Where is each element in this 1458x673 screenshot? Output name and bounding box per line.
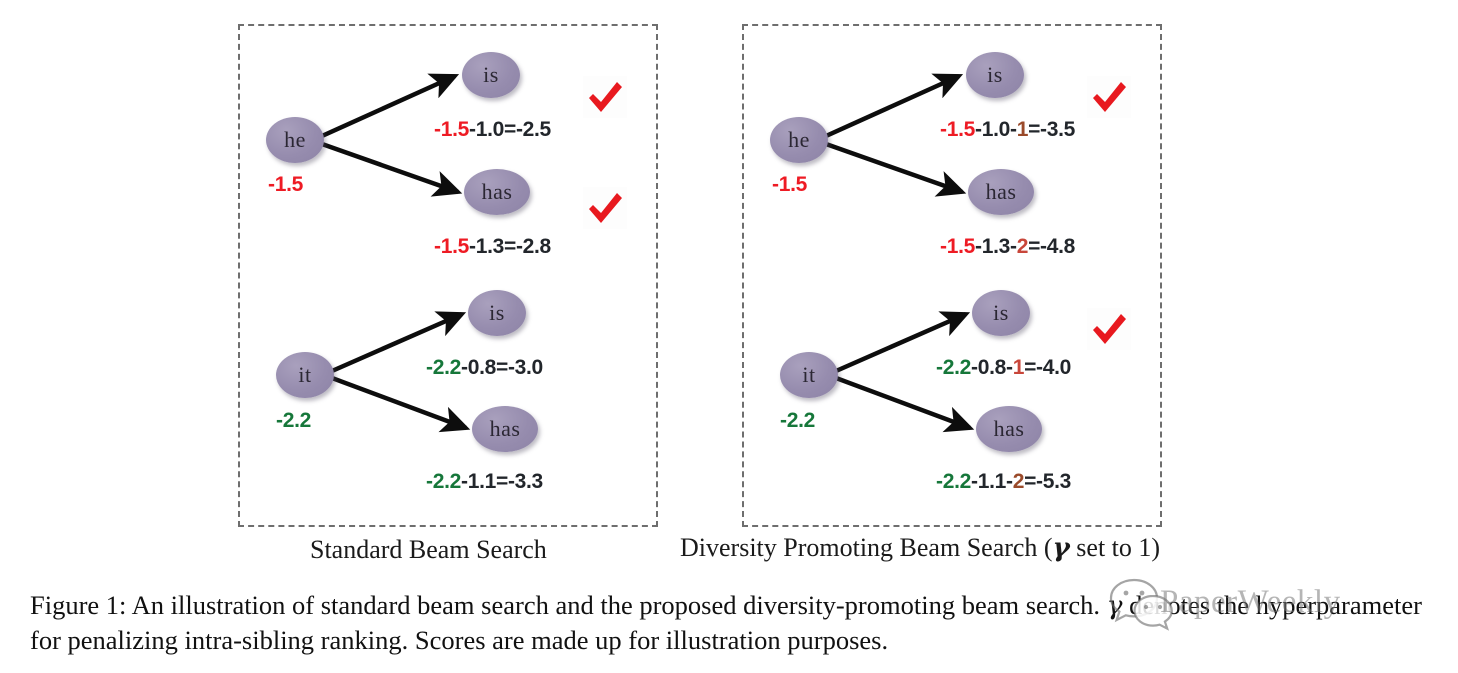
node-label: he [788,127,810,152]
score-part-rest: -1.1=-3.3 [461,470,543,493]
node-label: is [483,62,499,87]
node-label: is [993,300,1009,325]
node-label: has [481,179,513,204]
root-score-he: -1.5 [772,173,807,196]
node-label: is [489,300,505,325]
node-label: has [985,179,1017,204]
caption-sentence-1b: denotes the [1122,590,1250,620]
caption-sentence-2: hyperparameter for penalizing intra-sibl… [30,590,1422,655]
node-label: has [489,416,521,441]
score-he-has: -1.5-1.3-2=-4.8 [940,235,1075,259]
score-part-prefix: -2.2 [426,470,461,493]
node-it-is[interactable]: is [468,290,526,336]
checkmark-he-is [583,76,627,118]
figure-caption: Figure 1: An illustration of standard be… [30,588,1430,657]
caption-diversity-promoting-beam-search: Diversity Promoting Beam Search (γ set t… [680,533,1160,563]
node-label: has [993,416,1025,441]
score-he-has: -1.5-1.3=-2.8 [434,235,551,259]
caption-standard-beam-search: Standard Beam Search [310,535,547,564]
score-part-rest: -0.8=-3.0 [461,356,543,379]
score-part-prefix: -1.5 [434,235,469,258]
score-he-is: -1.5-1.0=-2.5 [434,118,551,142]
score-part-penalty: 2 [1016,235,1029,258]
node-it[interactable]: it [780,352,838,398]
score-it-has: -2.2-1.1=-3.3 [426,470,543,494]
score-part-mid: -1.0- [975,118,1017,141]
root-score-it: -2.2 [276,409,311,432]
checkmark-it-is [1087,308,1131,350]
node-he-has[interactable]: has [464,169,530,215]
score-part-result: =-5.3 [1024,470,1072,493]
score-part-prefix: -1.5 [940,118,975,141]
node-he[interactable]: he [266,117,324,163]
caption-text-before-gamma: Diversity Promoting Beam Search ( [680,533,1053,562]
gamma-symbol: γ [1052,533,1070,563]
score-part-penalty: 2 [1012,470,1025,493]
score-part-prefix: -1.5 [434,118,469,141]
gamma-symbol: γ [1106,590,1123,621]
node-he-has[interactable]: has [968,169,1034,215]
score-it-is: -2.2-0.8-1=-4.0 [936,356,1071,380]
node-he[interactable]: he [770,117,828,163]
score-part-mid: -1.3- [975,235,1017,258]
score-part-prefix: -1.5 [940,235,975,258]
score-part-prefix: -2.2 [936,470,971,493]
node-it-has[interactable]: has [472,406,538,452]
node-it-has[interactable]: has [976,406,1042,452]
score-part-prefix: -2.2 [936,356,971,379]
node-label: it [802,362,816,387]
node-label: it [298,362,312,387]
node-he-is[interactable]: is [966,52,1024,98]
score-part-penalty: 1 [1012,356,1025,379]
node-label: he [284,127,306,152]
score-part-result: =-3.5 [1028,118,1076,141]
root-score-it: -2.2 [780,409,815,432]
node-label: is [987,62,1003,87]
score-part-rest: -1.0=-2.5 [469,118,551,141]
caption-text-after-gamma: set to 1) [1069,533,1161,562]
score-part-penalty: 1 [1016,118,1029,141]
score-he-is: -1.5-1.0-1=-3.5 [940,118,1075,142]
score-it-has: -2.2-1.1-2=-5.3 [936,470,1071,494]
checkmark-he-is [1087,76,1131,118]
node-it[interactable]: it [276,352,334,398]
panel-diversity-promoting-beam-search: he -1.5 is -1.5-1.0-1=-3.5 has -1.5-1.3-… [742,24,1162,527]
node-he-is[interactable]: is [462,52,520,98]
score-part-result: =-4.0 [1024,356,1072,379]
checkmark-he-has [583,187,627,229]
score-part-prefix: -2.2 [426,356,461,379]
panel-standard-beam-search: he -1.5 is -1.5-1.0=-2.5 has -1.5-1.3=-2… [238,24,658,527]
score-part-result: =-4.8 [1028,235,1076,258]
root-score-he: -1.5 [268,173,303,196]
score-part-rest: -1.3=-2.8 [469,235,551,258]
score-part-mid: -0.8- [971,356,1013,379]
caption-sentence-1a: Figure 1: An illustration of standard be… [30,590,1107,620]
node-it-is[interactable]: is [972,290,1030,336]
score-part-mid: -1.1- [971,470,1013,493]
score-it-is: -2.2-0.8=-3.0 [426,356,543,380]
